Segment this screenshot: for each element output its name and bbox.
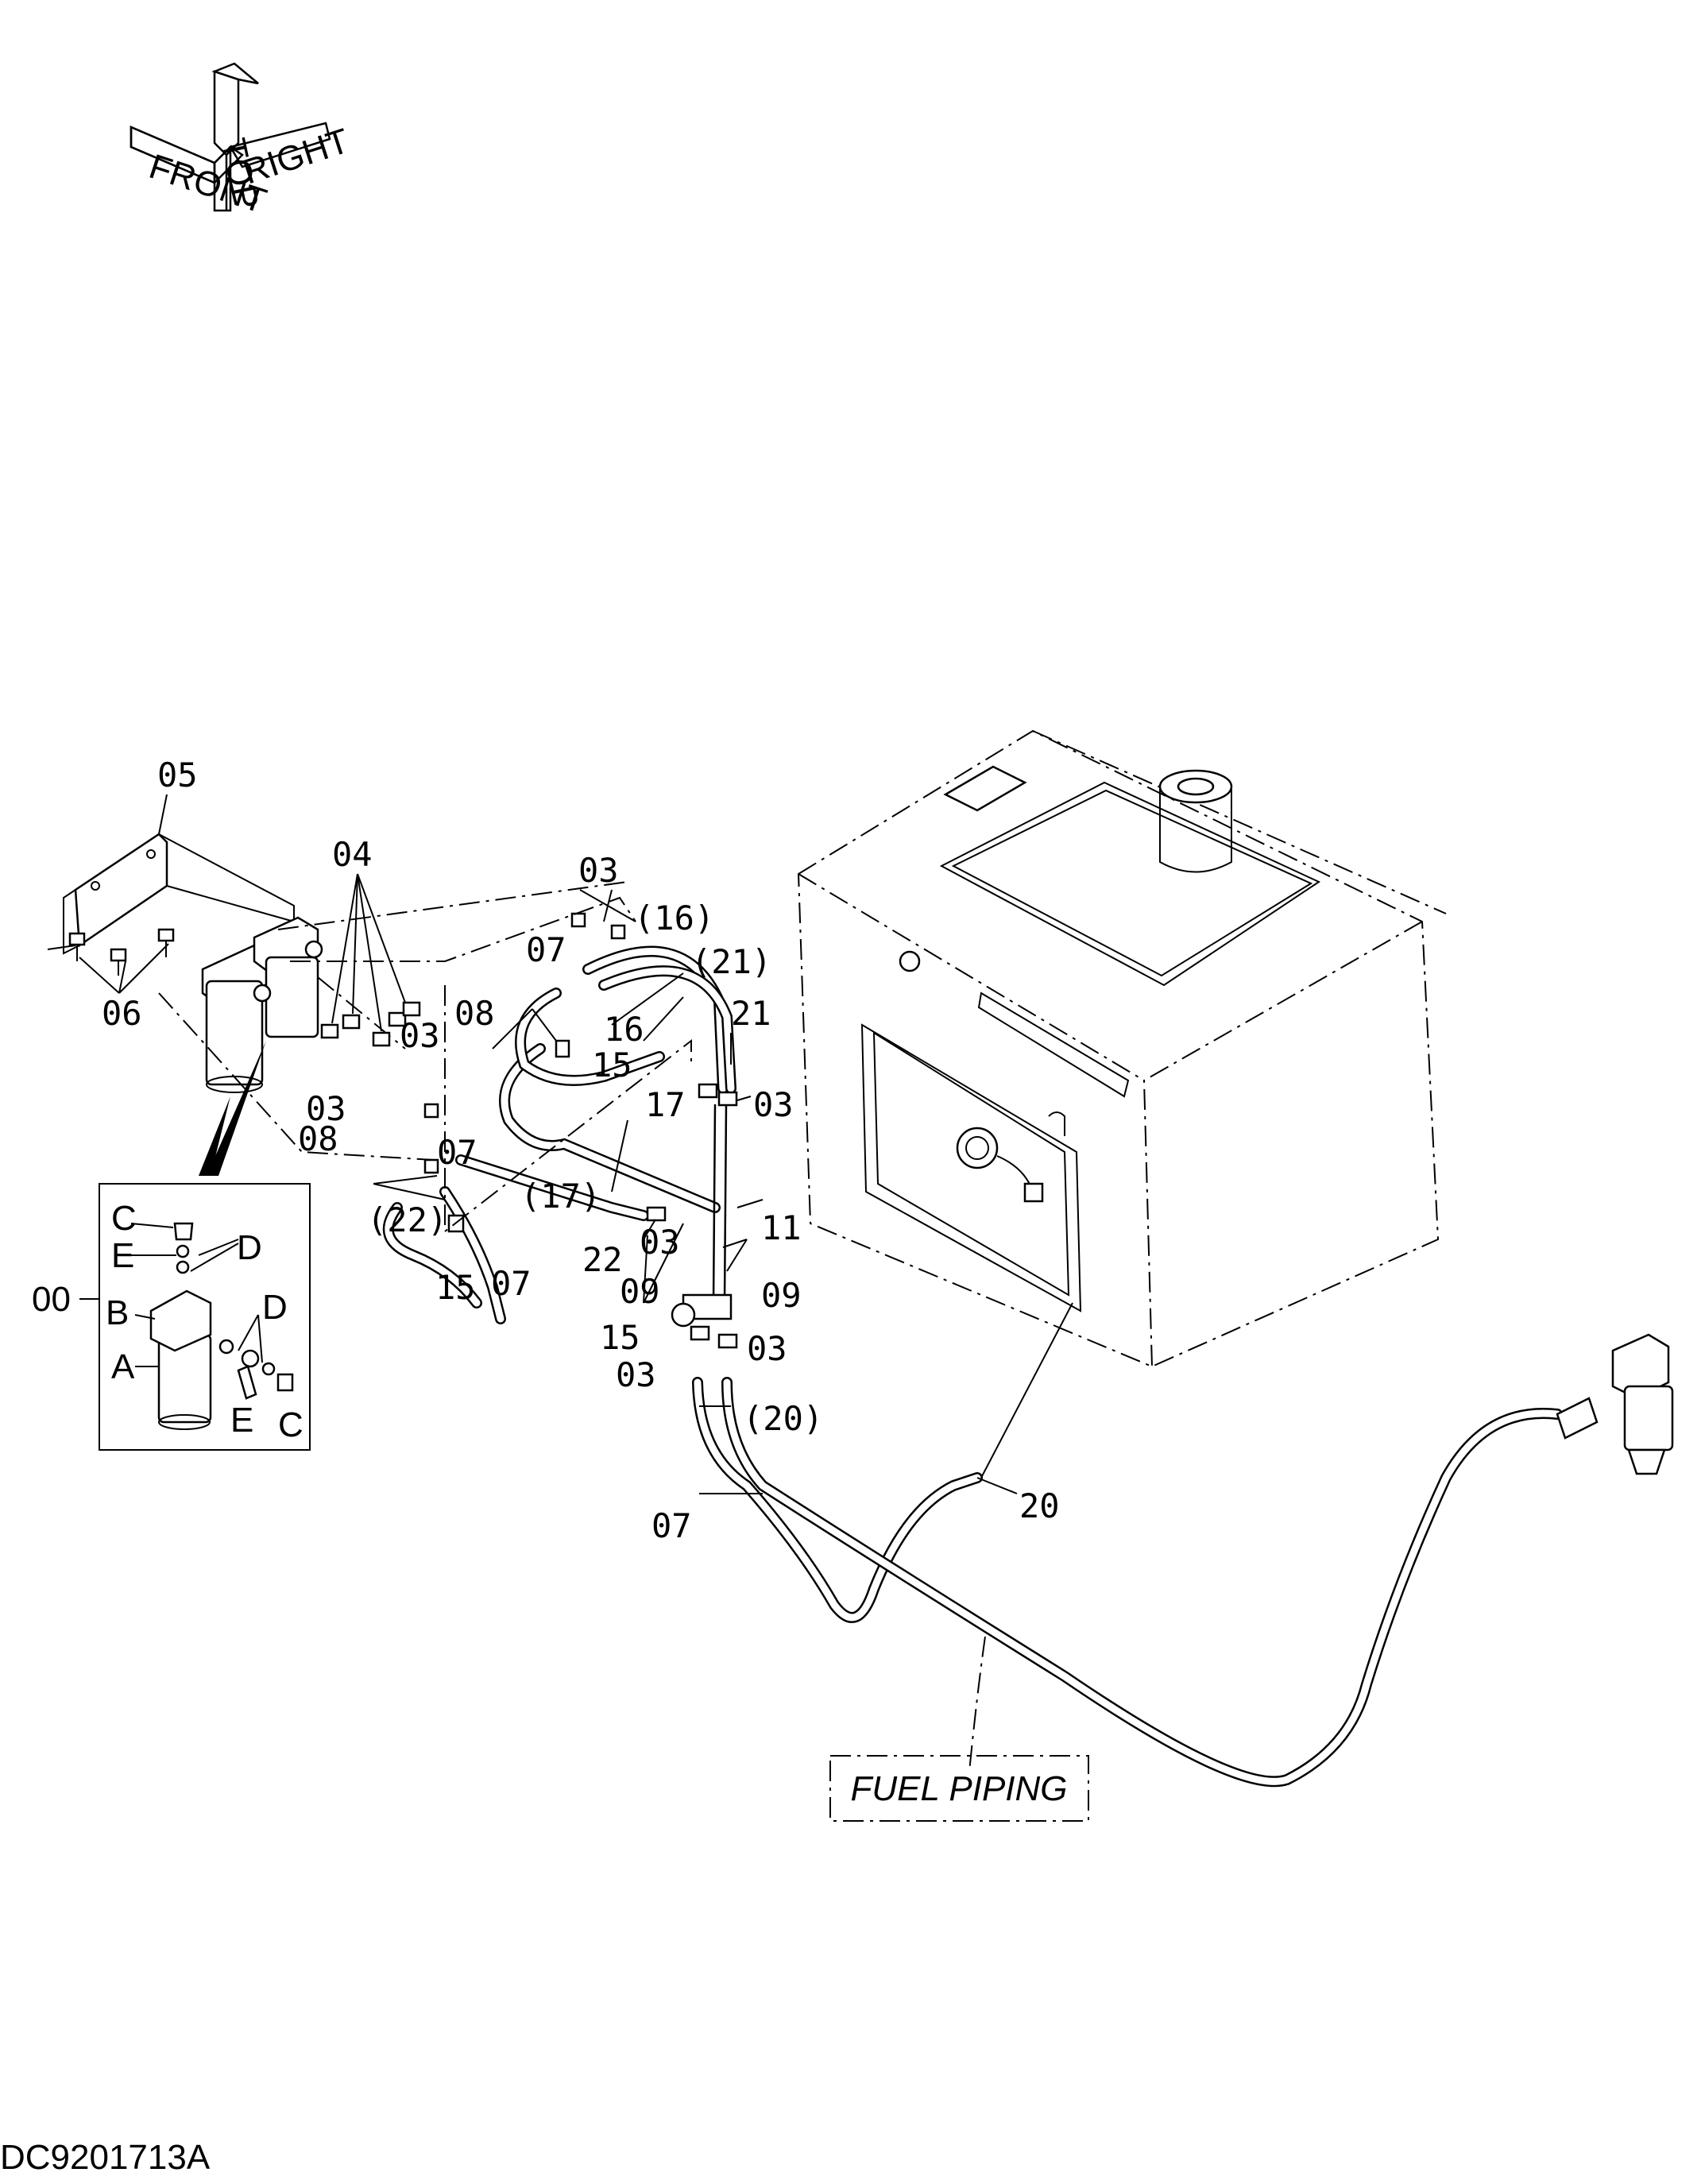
callout-17-paren: (17): [520, 1177, 601, 1216]
leader-lines: [79, 794, 1018, 1772]
inset-label-00: 00: [32, 1280, 71, 1319]
callout-09-b: 09: [761, 1276, 802, 1315]
callout-17: 17: [645, 1085, 686, 1124]
callout-22-paren: (22): [367, 1200, 447, 1239]
fuel-piping-title: FUEL PIPING: [850, 1769, 1067, 1808]
callout-04: 04: [332, 835, 373, 874]
filter-assembly-inset: [79, 1183, 311, 1451]
callout-11: 11: [761, 1208, 802, 1247]
bolt-06-group: [68, 928, 175, 976]
callout-03-a: 03: [578, 851, 619, 890]
inset-label-d1: D: [237, 1228, 262, 1267]
right-label: RIGHT: [238, 122, 354, 192]
fuel-piping-title-box: FUEL PIPING: [829, 1755, 1089, 1822]
callout-08-b: 08: [298, 1119, 338, 1158]
filter-bracket-assembly: [47, 833, 323, 1176]
callout-20-paren: (20): [743, 1399, 823, 1438]
callout-15-c: 15: [600, 1318, 640, 1357]
callout-16-paren: (16): [634, 899, 714, 937]
fuel-tank: [797, 729, 1447, 1368]
inset-label-a: A: [111, 1347, 135, 1386]
inset-label-c2: C: [278, 1405, 303, 1444]
callout-03-c: 03: [306, 1089, 346, 1128]
callout-03-e: 03: [640, 1223, 680, 1262]
inset-label-c1: C: [111, 1199, 137, 1238]
inset-label-e1: E: [111, 1236, 134, 1275]
inset-label-b: B: [106, 1293, 129, 1332]
callout-03-b: 03: [400, 1016, 440, 1055]
orientation-indicator: FRONT TOP RIGHT: [130, 62, 354, 221]
callout-08-a: 08: [454, 994, 495, 1033]
callout-22: 22: [582, 1240, 623, 1279]
callout-07-b: 07: [437, 1133, 477, 1172]
callout-labels: 05 04 06 03 (16) (21) 07 08 03 21 16 15 …: [102, 756, 1060, 1545]
callout-07-c: 07: [491, 1264, 532, 1303]
inset-label-e2: E: [230, 1401, 253, 1440]
drawing-number: DC9201713A: [0, 2138, 211, 2177]
inset-label-d2: D: [262, 1288, 288, 1327]
callout-09-a: 09: [620, 1272, 660, 1311]
callout-20: 20: [1019, 1486, 1060, 1525]
callout-21: 21: [731, 994, 771, 1033]
callout-16: 16: [604, 1010, 644, 1049]
inset-labels: 00 C E D B D A E C: [32, 1199, 303, 1444]
callout-06: 06: [102, 994, 142, 1033]
remote-fuel-filter: [1556, 1333, 1674, 1475]
callout-07-a: 07: [526, 930, 566, 969]
callout-03-d: 03: [753, 1085, 794, 1124]
callout-03-g: 03: [616, 1355, 656, 1394]
callout-05: 05: [157, 756, 198, 794]
bolt-04-group: [277, 873, 628, 1049]
fuel-hoses: [382, 912, 1563, 1788]
callout-03-f: 03: [747, 1329, 787, 1368]
callout-15-a: 15: [592, 1046, 632, 1084]
callout-15-b: 15: [435, 1268, 476, 1307]
callout-07-d: 07: [651, 1506, 692, 1545]
callout-21-paren: (21): [691, 942, 771, 981]
